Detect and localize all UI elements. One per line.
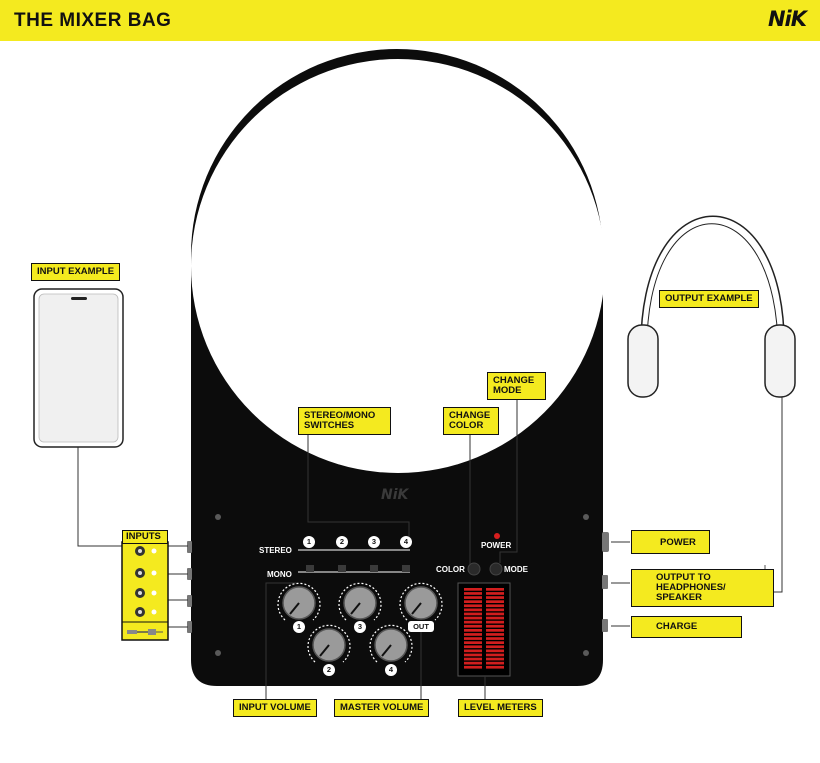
level-meter-segment: [486, 649, 504, 653]
level-meter-segment: [464, 600, 482, 603]
level-meter-segment: [486, 657, 504, 661]
inputs-box: [121, 541, 169, 641]
callout-lines: [77, 384, 783, 700]
level-meter-segment: [464, 604, 482, 608]
round-display: [191, 59, 605, 473]
headphones-illustration: [627, 215, 796, 398]
knob-1: [277, 582, 321, 621]
level-meter-segment: [464, 633, 482, 636]
tag-output-example: OUTPUT EXAMPLE: [659, 290, 759, 308]
level-meter-segment: [486, 629, 504, 632]
level-meter-segment: [464, 624, 482, 628]
level-meter-segment: [486, 641, 504, 644]
mono-label: MONO: [267, 570, 292, 579]
left-side-ports: [187, 541, 192, 633]
tag-change-color: CHANGE COLOR: [443, 407, 499, 435]
tag-power: POWER: [631, 530, 710, 554]
out-label: OUT: [408, 621, 434, 632]
level-meter-segment: [486, 620, 504, 624]
level-meter-segment: [486, 645, 504, 649]
level-meter-right: [486, 588, 504, 669]
mono-switch-squares: [306, 565, 410, 572]
level-meter-segment: [486, 624, 504, 628]
level-meter-segment: [486, 637, 504, 640]
header-bar: THE MIXER BAG NiK: [0, 0, 820, 41]
level-meter-segment: [486, 612, 504, 616]
level-meter-segment: [486, 592, 504, 595]
level-meter-segment: [464, 608, 482, 612]
level-meter-segment: [464, 616, 482, 620]
tag-change-mode: CHANGE MODE: [487, 372, 546, 400]
level-meter-segment: [486, 596, 504, 599]
aux-cable-icon: [127, 629, 163, 635]
panel-logo: NiK: [381, 487, 409, 503]
level-meter-segment: [464, 649, 482, 653]
tag-stereo-mono-switches: STEREO/MONO SWITCHES: [298, 407, 391, 435]
knob-4: [369, 624, 413, 663]
level-meter-segment: [464, 641, 482, 644]
level-meter-segment: [486, 653, 504, 657]
input-jacks: [135, 546, 157, 617]
level-meter-segment: [486, 604, 504, 608]
tag-charge: CHARGE: [631, 616, 742, 638]
switch-number-2: 2: [336, 536, 348, 548]
tag-input-example: INPUT EXAMPLE: [31, 263, 121, 281]
tag-inputs: INPUTS: [122, 530, 168, 544]
knob-number-1: 1: [293, 621, 305, 633]
knob-number-4: 4: [385, 664, 397, 676]
right-side-ports: [602, 532, 609, 632]
level-meter-segment: [486, 661, 504, 665]
power-led: [494, 533, 500, 539]
switch-number-4: 4: [400, 536, 412, 548]
page-title: THE MIXER BAG: [14, 10, 172, 31]
knob-number-2: 2: [323, 664, 335, 676]
color-button: [467, 562, 481, 576]
knob-number-3: 3: [354, 621, 366, 633]
level-meter-segment: [464, 592, 482, 595]
phone-illustration: [33, 288, 124, 448]
level-meter-segment: [464, 645, 482, 649]
mode-label: MODE: [504, 565, 528, 574]
power-label: POWER: [481, 541, 512, 550]
level-meter-segment: [464, 661, 482, 665]
level-meter-segment: [464, 637, 482, 640]
level-meter-segment: [486, 588, 504, 591]
mode-button: [489, 562, 503, 576]
level-meter-segment: [464, 653, 482, 657]
switch-number-1: 1: [303, 536, 315, 548]
level-meter-segment: [464, 665, 482, 669]
level-meter-segment: [486, 600, 504, 603]
level-meter-segment: [464, 588, 482, 591]
knob-2: [307, 624, 351, 663]
tag-output-to-headphones: OUTPUT TO HEADPHONES/ SPEAKER: [631, 569, 774, 607]
level-meter-segment: [486, 616, 504, 620]
knob-out: [399, 582, 443, 621]
knob-3: [338, 582, 382, 621]
level-meter-segment: [486, 608, 504, 612]
level-meter-segment: [486, 665, 504, 669]
level-meter-segment: [464, 657, 482, 661]
color-label: COLOR: [436, 565, 465, 574]
level-meter-segment: [464, 612, 482, 616]
level-meter-left: [464, 588, 482, 669]
level-meter-segment: [486, 633, 504, 636]
stereo-label: STEREO: [259, 546, 292, 555]
tag-level-meters: LEVEL METERS: [458, 699, 543, 717]
level-meter-segment: [464, 596, 482, 599]
knobs: [277, 582, 443, 663]
switch-number-3: 3: [368, 536, 380, 548]
tag-input-volume: INPUT VOLUME: [233, 699, 317, 717]
tag-master-volume: MASTER VOLUME: [334, 699, 430, 717]
brand-logo: NiK: [767, 7, 807, 31]
level-meter-segment: [464, 629, 482, 632]
level-meter-segment: [464, 620, 482, 624]
panel-screws: [215, 514, 589, 656]
